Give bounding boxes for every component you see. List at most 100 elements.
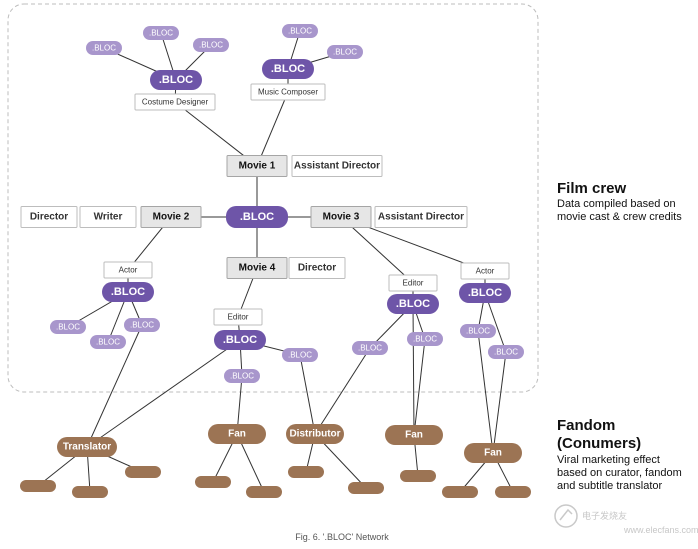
node-dir_l: Director bbox=[20, 206, 78, 228]
node-shape-leaf1 bbox=[125, 466, 161, 478]
node-shape-cd bbox=[134, 93, 216, 111]
node-shape-fan1 bbox=[208, 424, 266, 444]
node-leaf4 bbox=[195, 476, 231, 488]
node-shape-dir4 bbox=[288, 257, 346, 279]
node-translator: Translator bbox=[57, 437, 117, 457]
node-label-s_e4b: .BLOC bbox=[288, 351, 312, 360]
node-b_act3: .BLOC bbox=[459, 283, 511, 303]
node-movie1: Movie 1 bbox=[226, 155, 288, 177]
node-label-center: .BLOC bbox=[240, 211, 274, 223]
watermark: 电子发烧友 www.elecfans.com bbox=[554, 504, 698, 535]
edge-s_e3b-fan2 bbox=[413, 338, 426, 436]
node-shape-center bbox=[226, 206, 288, 228]
node-b_mc: .BLOC bbox=[262, 59, 314, 79]
node-shape-leaf5 bbox=[246, 486, 282, 498]
node-s_a2b: .BLOC bbox=[90, 335, 126, 349]
node-leaf1 bbox=[125, 466, 161, 478]
node-writer: Writer bbox=[79, 206, 137, 228]
node-shape-s_a3a bbox=[460, 324, 496, 338]
node-label-writer: Writer bbox=[94, 212, 123, 223]
node-shape-s_e4a bbox=[224, 369, 260, 383]
node-label-s_a2a: .BLOC bbox=[56, 323, 80, 332]
node-shape-s_e3a bbox=[352, 341, 388, 355]
node-shape-leaf10 bbox=[495, 486, 531, 498]
node-s_a2a: .BLOC bbox=[50, 320, 86, 334]
node-shape-leaf9 bbox=[442, 486, 478, 498]
node-s_e4a: .BLOC bbox=[224, 369, 260, 383]
node-shape-b_act3 bbox=[459, 283, 511, 303]
node-shape-b_actor2 bbox=[102, 282, 154, 302]
film-crew-line-2: movie cast & crew credits bbox=[557, 211, 682, 223]
node-label-editor4: Editor bbox=[228, 313, 249, 322]
node-shape-fan2 bbox=[385, 425, 443, 445]
edge-b_ed3-fan2 bbox=[412, 303, 415, 436]
figure-caption: Fig. 6. '.BLOC' Network bbox=[295, 532, 389, 542]
node-label-b_actor2: .BLOC bbox=[111, 286, 145, 298]
node-label-actor2: Actor bbox=[119, 266, 138, 275]
film-crew-legend: Film crew Data compiled based on movie c… bbox=[557, 180, 682, 223]
node-label-b_ed4: .BLOC bbox=[223, 334, 257, 346]
node-s_a3b: .BLOC bbox=[488, 345, 524, 359]
edge-b_ed4-translator bbox=[86, 339, 241, 448]
node-shape-distributor bbox=[286, 424, 344, 444]
watermark-logo-icon bbox=[554, 504, 578, 528]
node-ad3: Assistant Director bbox=[374, 206, 468, 228]
node-center: .BLOC bbox=[226, 206, 288, 228]
edge-s_e3a-distributor bbox=[314, 347, 371, 435]
node-label-s_mc1: .BLOC bbox=[288, 27, 312, 36]
node-shape-movie3 bbox=[310, 206, 372, 228]
node-s_e3a: .BLOC bbox=[352, 341, 388, 355]
node-editor3: Editor bbox=[388, 274, 438, 292]
edge-s_a2c-translator bbox=[86, 324, 143, 448]
node-label-ad3: Assistant Director bbox=[378, 212, 464, 223]
node-shape-movie2 bbox=[140, 206, 202, 228]
node-shape-leaf2 bbox=[20, 480, 56, 492]
node-label-movie4: Movie 4 bbox=[239, 263, 276, 274]
node-label-editor3: Editor bbox=[403, 279, 424, 288]
node-b_actor2: .BLOC bbox=[102, 282, 154, 302]
node-leaf7 bbox=[348, 482, 384, 494]
node-shape-ad1 bbox=[291, 155, 383, 177]
node-shape-dir_l bbox=[20, 206, 78, 228]
node-shape-fan3 bbox=[464, 443, 522, 463]
node-s_cd1: .BLOC bbox=[86, 41, 122, 55]
node-shape-s_cd1 bbox=[86, 41, 122, 55]
node-shape-s_mc2 bbox=[327, 45, 363, 59]
node-shape-actor2 bbox=[103, 261, 153, 279]
node-label-fan1: Fan bbox=[228, 429, 246, 440]
node-leaf10 bbox=[495, 486, 531, 498]
node-label-s_a3b: .BLOC bbox=[494, 348, 518, 357]
node-movie3: Movie 3 bbox=[310, 206, 372, 228]
node-label-translator: Translator bbox=[63, 442, 111, 453]
node-actor2: Actor bbox=[103, 261, 153, 279]
edge-movie1-mc bbox=[256, 91, 289, 167]
node-shape-mc bbox=[250, 83, 326, 101]
node-label-mc: Music Composer bbox=[258, 88, 318, 97]
node-label-s_e3a: .BLOC bbox=[358, 344, 382, 353]
node-b_ed4: .BLOC bbox=[214, 330, 266, 350]
node-ad1: Assistant Director bbox=[291, 155, 383, 177]
node-dir4: Director bbox=[288, 257, 346, 279]
node-s_mc2: .BLOC bbox=[327, 45, 363, 59]
node-label-b_act3: .BLOC bbox=[468, 287, 502, 299]
node-shape-movie1 bbox=[226, 155, 288, 177]
node-label-distributor: Distributor bbox=[289, 429, 340, 440]
node-shape-editor3 bbox=[388, 274, 438, 292]
node-mc: Music Composer bbox=[250, 83, 326, 101]
fandom-legend: Fandom (Conumers) Viral marketing effect… bbox=[557, 417, 682, 492]
node-label-movie3: Movie 3 bbox=[323, 212, 360, 223]
watermark-url: www.elecfans.com bbox=[623, 525, 698, 535]
node-label-s_a2c: .BLOC bbox=[130, 321, 154, 330]
node-fan1: Fan bbox=[208, 424, 266, 444]
node-label-actor3: Actor bbox=[476, 267, 495, 276]
node-shape-b_ed3 bbox=[387, 294, 439, 314]
node-s_e3b: .BLOC bbox=[407, 332, 443, 346]
edge-s_e4b-distributor bbox=[299, 354, 316, 435]
fandom-line-3: and subtitle translator bbox=[557, 480, 663, 492]
node-label-s_mc2: .BLOC bbox=[333, 48, 357, 57]
node-shape-s_a2a bbox=[50, 320, 86, 334]
node-leaf9 bbox=[442, 486, 478, 498]
node-editor4: Editor bbox=[213, 308, 263, 326]
node-shape-ad3 bbox=[374, 206, 468, 228]
